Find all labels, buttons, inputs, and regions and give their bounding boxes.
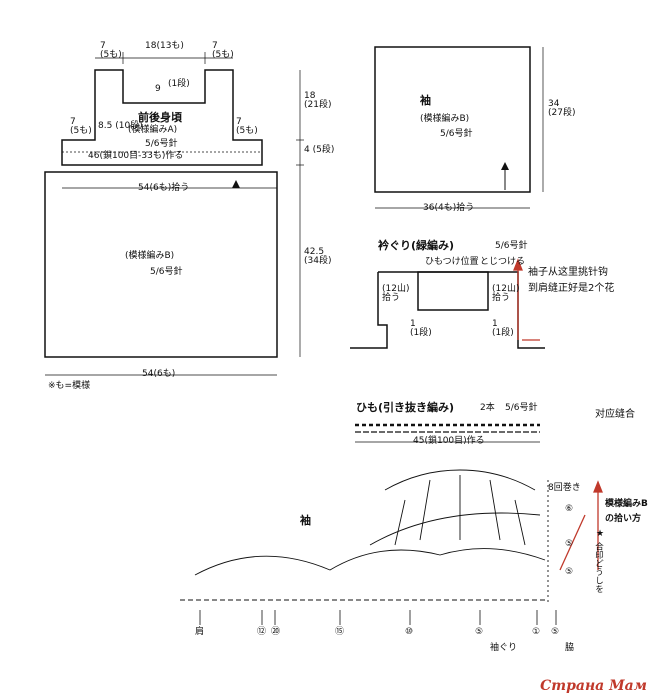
star-icon: ★ [596,529,605,539]
height-band: 4 (5段) [304,145,335,155]
collar-red-mark [517,270,540,341]
top-center-dim: 18(13も) [145,41,184,51]
tie-count: 2本 [480,403,495,413]
collar-left-pick: (12山)拾う [382,284,410,303]
sleeve-height: 34(27段) [548,99,576,118]
collar-title: 衿ぐり(緑編み) [378,239,455,252]
stitch-note: ※も=模様 [48,381,91,391]
chart-label-12: ⑫ [257,627,267,637]
sleeve-pattern: (模様編みB) [420,114,470,124]
chart-fan-2 [369,512,541,546]
row-marker-5a: ⑤ [565,539,574,549]
chain-start: 46(鎖100目-33も)作る [88,151,184,161]
left-side-dim: 7(5も) [70,117,92,136]
chart-label-20: ⑳ [271,627,281,637]
chart-pickup-title-2: の拾い方 [605,514,642,524]
tie-cn-note: 对应缝合 [595,409,635,420]
shoulder-drop-rows: (1段) [168,79,190,89]
sleeve-pickup: 36(4も)拾う [423,203,475,213]
chart-armhole: 袖ぐり [490,643,518,653]
body-title: 前後身頃 [138,111,182,124]
chart-side: 脇 [565,643,575,653]
tie-needle: 5/6号針 [505,403,538,413]
right-side-dim: 7(5も) [236,117,258,136]
collar-cn-note-2: 到肩缝正好是2个花 [528,283,615,294]
row-marker-6: ⑥ [565,504,574,514]
top-left-dim: 7(5も) [100,41,122,60]
collar-right-pick: (12山)拾う [492,284,520,303]
body-needle: 5/6号針 [145,139,178,149]
skirt-pickup: 54(6も)拾う [138,183,190,193]
watermark: Страна Мам [540,678,647,694]
chart-label-15: ⑮ [335,627,345,637]
chart-label-1: ① [532,627,541,637]
chart-label-5b: ⑤ [551,627,560,637]
body-pattern: (模様編みA) [128,125,178,135]
sleeve-title: 袖 [420,94,431,107]
sleeve-outline [374,46,531,193]
tie-chain: 45(鎖100目)作る [413,436,485,446]
chart-label-10: ⑩ [405,627,414,637]
collar-needle: 5/6号針 [495,241,528,251]
skirt-pattern: (模様編みB) [125,251,175,261]
bodice-outline [61,69,263,166]
collar-cn-note-1: 袖子从这里挑针钩 [528,267,608,278]
row-marker-5b: ⑤ [565,567,574,577]
chart-fan-1 [384,469,536,491]
chart-fan-3 [194,548,546,576]
collar-rows-right: 1(1段) [492,319,514,338]
skirt-arrow [232,180,240,188]
top-right-dim: 7(5も) [212,41,234,60]
collar-tie-attach: とじつける [480,257,526,267]
shoulder-drop: 9 [155,84,161,94]
chart-align: 合印どうしを [593,542,604,593]
left-inner-dim: 8.5 (10段) [98,121,143,131]
sleeve-needle: 5/6号針 [440,129,473,139]
collar-tie-pos: ひもつけ位置 [425,257,479,267]
chart-title: 袖 [300,514,311,527]
chart-label-shoulder: 肩 [195,627,205,637]
chart-pickup-title-1: 模様編みB [605,499,648,509]
chart-label-5: ⑤ [475,627,484,637]
skirt-outline [44,171,278,358]
tie-title: ひも(引き抜き編み) [356,401,455,414]
bottom-width: 54(6も) [142,369,176,379]
sleeve-arrow [501,162,509,170]
chart-repeat: 8回巻き [548,483,581,493]
height-upper: 18(21段) [304,91,332,110]
collar-rows-left: 1(1段) [410,319,432,338]
skirt-height: 42.5(34段) [304,247,332,266]
skirt-needle: 5/6号針 [150,267,183,277]
collar-band [417,271,489,311]
